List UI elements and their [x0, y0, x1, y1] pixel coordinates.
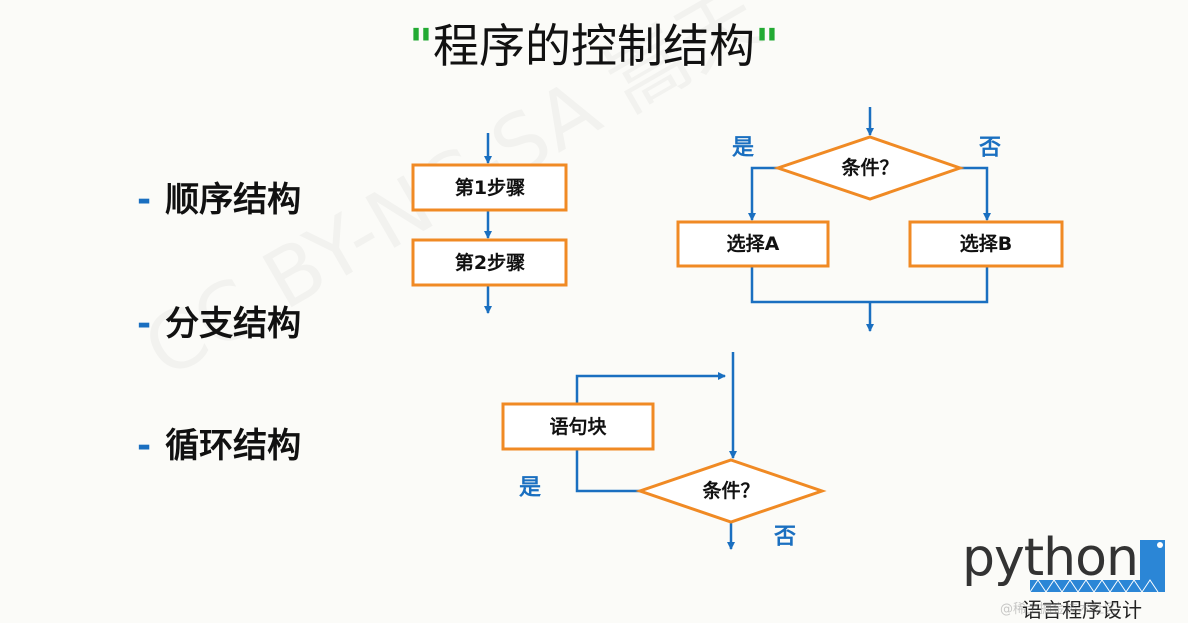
branch-choice-a-label: 选择A [727, 233, 780, 255]
bullet-branch: -分支结构 [137, 296, 301, 345]
loop-block-box [501, 402, 655, 451]
branch-condition-diamond [773, 135, 965, 201]
page-title: "程序的控制结构" [0, 10, 1188, 76]
loop-condition-diamond [635, 458, 827, 524]
loop-no-label: 否 [773, 525, 796, 550]
bullet-sequence: -顺序结构 [137, 172, 301, 221]
quote-close: " [755, 19, 779, 73]
branch-merge-line [750, 266, 989, 304]
seq-step2-label: 第2步骤 [455, 251, 525, 274]
python-logo: python [962, 528, 1139, 588]
quote-open: " [409, 19, 433, 73]
dash: - [137, 426, 152, 466]
branch-choice-a-box [676, 220, 830, 268]
branch-yes-line [748, 166, 778, 221]
bullet-label: 顺序结构 [165, 180, 302, 220]
bullet-loop: -循环结构 [137, 418, 301, 467]
branch-choice-b-box [908, 220, 1064, 268]
branch-no-label: 否 [978, 136, 1001, 161]
loop-yes-label: 是 [519, 476, 541, 501]
dash: - [137, 304, 152, 344]
title-text: 程序的控制结构 [433, 19, 755, 73]
python-logo-graphic [1029, 540, 1165, 593]
branch-no-line [960, 166, 991, 221]
branch-choice-b-label: 选择B [960, 233, 1012, 255]
seq-step2-box [411, 238, 568, 287]
dash: - [137, 180, 152, 220]
seq-step1-box [411, 163, 568, 212]
bullet-label: 分支结构 [165, 304, 302, 344]
logo-subtitle: 语言程序设计 [1022, 598, 1142, 622]
credit-watermark: @稀土掘金技术社区 [1000, 602, 1118, 617]
loop-block-label: 语句块 [549, 415, 607, 438]
bullet-label: 循环结构 [165, 426, 302, 466]
branch-condition-label: 条件？ [841, 156, 898, 179]
loop-condition-label: 条件？ [702, 479, 759, 502]
seq-step1-label: 第1步骤 [455, 176, 525, 199]
branch-yes-label: 是 [732, 136, 754, 161]
